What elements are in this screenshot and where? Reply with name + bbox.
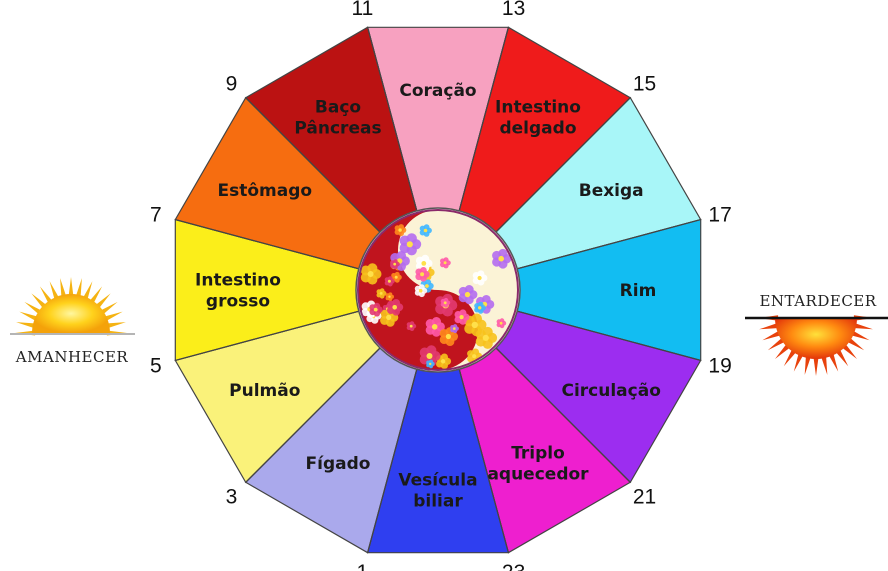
segment-label-estomago: Estômago: [218, 181, 313, 201]
sunrise-sun-icon: [10, 277, 135, 336]
hour-label: 1: [357, 561, 369, 571]
hour-label: 11: [351, 0, 373, 20]
divider-line: [515, 310, 701, 361]
divider-line: [494, 97, 631, 234]
divider-lines: [175, 27, 701, 553]
divider-line: [245, 346, 382, 483]
divider-line: [175, 310, 361, 361]
hour-label: 21: [633, 486, 656, 509]
hour-label: 9: [226, 73, 238, 96]
segment-label-rim: Rim: [620, 281, 657, 301]
divider-line: [494, 346, 631, 483]
divider-line: [367, 27, 418, 213]
divider-line: [515, 219, 701, 270]
hour-label: 15: [633, 73, 656, 96]
hour-labels: 1315171921231357911: [150, 0, 732, 571]
divider-line: [458, 367, 509, 553]
hour-label: 17: [708, 203, 731, 226]
sunset-label: ENTARDECER: [759, 292, 876, 310]
hour-label: 3: [226, 486, 238, 509]
hour-label: 13: [502, 0, 525, 20]
segment-label-coracao: Coração: [399, 81, 476, 101]
hour-label: 19: [708, 355, 731, 378]
hour-label: 23: [502, 561, 525, 571]
divider-line: [175, 219, 361, 270]
divider-line: [245, 97, 382, 234]
segment-label-pulmao: Pulmão: [229, 381, 300, 401]
sunset-sun-icon: [745, 315, 888, 376]
divider-line: [458, 27, 509, 213]
sunrise-label: AMANHECER: [15, 348, 129, 366]
divider-line: [367, 367, 418, 553]
segment-label-figado: Fígado: [306, 454, 371, 474]
hour-label: 7: [150, 203, 162, 226]
segment-label-bexiga: Bexiga: [579, 181, 644, 201]
yin-yang-center-image: [355, 207, 521, 373]
segment-label-circulacao: Circulação: [561, 381, 660, 401]
hour-label: 5: [150, 355, 162, 378]
